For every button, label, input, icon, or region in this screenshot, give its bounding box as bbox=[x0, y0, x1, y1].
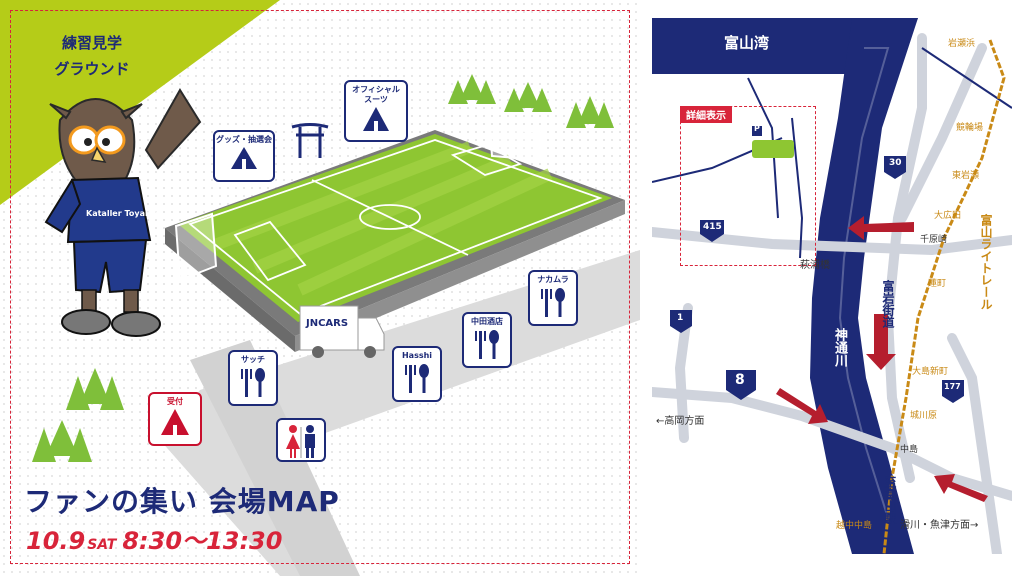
reception-label: 受付 bbox=[167, 397, 183, 406]
practice-ground-label: 練習見学 グラウンド bbox=[22, 30, 162, 82]
trees bbox=[32, 74, 614, 462]
nakamura-marker[interactable]: ナカムラ bbox=[528, 270, 578, 326]
toyama-station-label: 至富山駅 bbox=[883, 476, 897, 524]
station-hasumachi: 蓮町 bbox=[928, 279, 947, 289]
sacchi-marker[interactable]: サッチ bbox=[228, 350, 278, 406]
jncars-truck bbox=[299, 305, 385, 358]
fork-spoon-icon bbox=[405, 364, 429, 393]
nakada-sake-label: 中田酒店 bbox=[471, 317, 503, 326]
detail-area-box bbox=[680, 106, 816, 266]
torii-icon bbox=[291, 123, 329, 158]
restroom-icon bbox=[286, 425, 315, 458]
practice-label-line2: グラウンド bbox=[54, 60, 130, 78]
event-weekday: SAT bbox=[87, 537, 117, 553]
venue-illustration: Kataller Toyama bbox=[32, 74, 625, 462]
goal-left bbox=[174, 212, 218, 282]
route-30-label: 30 bbox=[889, 158, 902, 168]
route-177-label: 177 bbox=[944, 382, 961, 391]
takaoka-label: ←高岡方面 bbox=[656, 416, 705, 427]
event-time: 8:30〜13:30 bbox=[122, 527, 283, 555]
goods-lottery-marker[interactable]: グッズ・抽選会 bbox=[213, 130, 275, 182]
detail-tag[interactable]: 詳細表示 bbox=[680, 106, 732, 123]
fork-spoon-icon bbox=[241, 368, 265, 397]
station-iwasehama: 岩瀬浜 bbox=[948, 39, 976, 49]
restroom-marker[interactable] bbox=[276, 418, 326, 462]
goal-right bbox=[488, 126, 541, 162]
route-arrows bbox=[776, 216, 988, 502]
tent-icon bbox=[161, 409, 189, 435]
map-title: ファンの集い 会場MAP bbox=[24, 485, 340, 518]
tram-label: 富山ライトレール bbox=[979, 214, 993, 310]
official-suits-label: オフィシャル スーツ bbox=[352, 85, 400, 104]
station-etchu-nakajima: 越中中島 bbox=[836, 521, 873, 531]
route-8-label: 8 bbox=[735, 372, 745, 388]
practice-field-marker bbox=[752, 140, 794, 158]
route-shields bbox=[670, 156, 964, 403]
practice-label-line1: 練習見学 bbox=[61, 34, 122, 52]
station-ohirota: 大広田 bbox=[934, 211, 962, 221]
tent-icon bbox=[363, 107, 389, 131]
bay-label: 富山湾 bbox=[724, 34, 770, 52]
nakajima-label: 中島 bbox=[900, 445, 919, 455]
jinzu-river bbox=[810, 18, 918, 554]
mascot-shirt-text: Kataller Toyama bbox=[86, 209, 159, 218]
tent-icon bbox=[231, 147, 257, 169]
station-higashi-iwase: 東岩瀬 bbox=[952, 171, 980, 181]
fork-spoon-icon bbox=[475, 330, 499, 359]
mascot-illustration: Kataller Toyama bbox=[44, 88, 202, 337]
tram-line bbox=[882, 39, 1006, 554]
sacchi-label: サッチ bbox=[241, 355, 265, 364]
hasshi-label: Hasshi bbox=[401, 351, 433, 360]
river-label: 神通川 bbox=[832, 328, 847, 367]
fork-spoon-icon bbox=[541, 288, 565, 317]
chihara-label: 千原崎 bbox=[920, 235, 948, 245]
hasshi-marker[interactable]: Hasshi bbox=[392, 346, 442, 402]
route-1-label: 1 bbox=[677, 313, 684, 323]
namerikawa-label: 滑川・魚津方面→ bbox=[900, 520, 979, 531]
reception-marker[interactable]: 受付 bbox=[148, 392, 202, 446]
station-jokawara: 城川原 bbox=[910, 411, 938, 421]
event-day: 10.9 bbox=[26, 527, 86, 555]
station-oshimashinmachi: 大島新町 bbox=[912, 367, 949, 377]
jncars-label: JNCARS bbox=[306, 318, 349, 329]
pitch-lines bbox=[188, 139, 603, 316]
route-415-label: 415 bbox=[703, 222, 722, 232]
official-suits-marker[interactable]: オフィシャル スーツ bbox=[344, 80, 408, 142]
access-map-panel: 富山湾 詳細表示 P 415 30 1 8 177 萩浦橋 神通川 富岩街道 富… bbox=[652, 18, 1012, 554]
parking-label: P bbox=[754, 124, 760, 133]
bridge-label: 萩浦橋 bbox=[800, 260, 830, 271]
venue-frame bbox=[10, 10, 630, 564]
nakamura-label: ナカムラ bbox=[537, 275, 569, 284]
goods-lottery-label: グッズ・抽選会 bbox=[216, 135, 272, 144]
access-map-graphic bbox=[652, 18, 1012, 554]
venue-map-panel: 練習見学 グラウンド bbox=[0, 0, 640, 576]
station-keirinjo: 競輪場 bbox=[956, 123, 984, 133]
street-label: 富岩街道 bbox=[881, 280, 895, 328]
nakada-sake-marker[interactable]: 中田酒店 bbox=[462, 312, 512, 368]
